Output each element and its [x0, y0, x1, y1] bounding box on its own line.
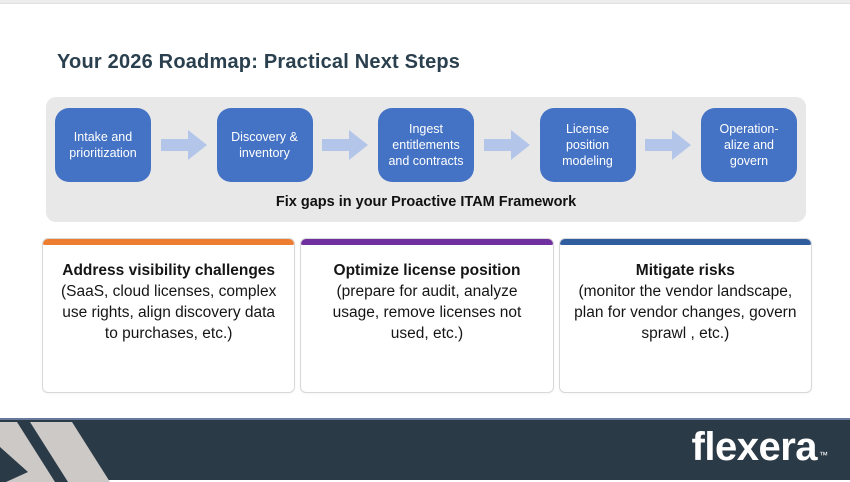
step-box-license-position: License position modeling [539, 108, 636, 182]
card-body: (prepare for audit, analyze usage, remov… [332, 283, 522, 343]
step-label: License position modeling [562, 122, 613, 168]
card-content: Optimize license position (prepare for a… [301, 245, 552, 344]
flexera-logo-text: flexera [691, 425, 818, 469]
chevron-motif-icon [0, 422, 110, 482]
card-title: Mitigate risks [635, 262, 735, 279]
flow-arrow [151, 130, 217, 160]
card-optimize: Optimize license position (prepare for a… [300, 238, 554, 393]
card-accent-bar [301, 239, 553, 245]
right-arrow-icon [160, 130, 207, 160]
card-title: Optimize license position [333, 262, 521, 279]
step-label: Ingest entitlements and contracts [388, 122, 464, 168]
card-title: Address visibility challenges [62, 262, 276, 279]
right-arrow-icon [645, 130, 692, 160]
card-visibility: Address visibility challenges (SaaS, clo… [42, 238, 296, 393]
card-accent-bar [559, 239, 811, 245]
process-flow: Intake and prioritization Discovery & in… [46, 108, 806, 182]
card-accent-bar [43, 239, 295, 245]
flow-arrow [636, 130, 702, 160]
right-arrow-icon [322, 130, 369, 160]
insight-cards: Address visibility challenges (SaaS, clo… [42, 238, 812, 393]
band-caption: Fix gaps in your Proactive ITAM Framewor… [275, 194, 577, 210]
step-label: Discovery & inventory [231, 130, 298, 160]
top-strip [0, 0, 850, 4]
step-box-ingest: Ingest entitlements and contracts [378, 108, 474, 182]
flow-arrow [474, 130, 540, 160]
right-arrow-icon [483, 130, 530, 160]
step-box-discovery: Discovery & inventory [216, 108, 313, 182]
card-mitigate: Mitigate risks (monitor the vendor lands… [558, 238, 812, 393]
process-band: Intake and prioritization Discovery & in… [46, 97, 806, 222]
card-body: (SaaS, cloud licenses, complex use right… [60, 283, 277, 343]
step-box-operationalize: Operation-alize and govern [701, 108, 797, 182]
card-content: Mitigate risks (monitor the vendor lands… [560, 245, 811, 344]
step-box-intake: Intake and prioritization [55, 108, 151, 182]
flow-arrow [313, 130, 379, 160]
trademark-symbol: ™ [819, 450, 828, 460]
step-label: Operation-alize and govern [719, 122, 779, 168]
card-body: (monitor the vendor landscape, plan for … [574, 283, 797, 343]
page-title: Your 2026 Roadmap: Practical Next Steps [57, 51, 461, 73]
card-content: Address visibility challenges (SaaS, clo… [43, 245, 294, 344]
step-label: Intake and prioritization [69, 130, 137, 160]
